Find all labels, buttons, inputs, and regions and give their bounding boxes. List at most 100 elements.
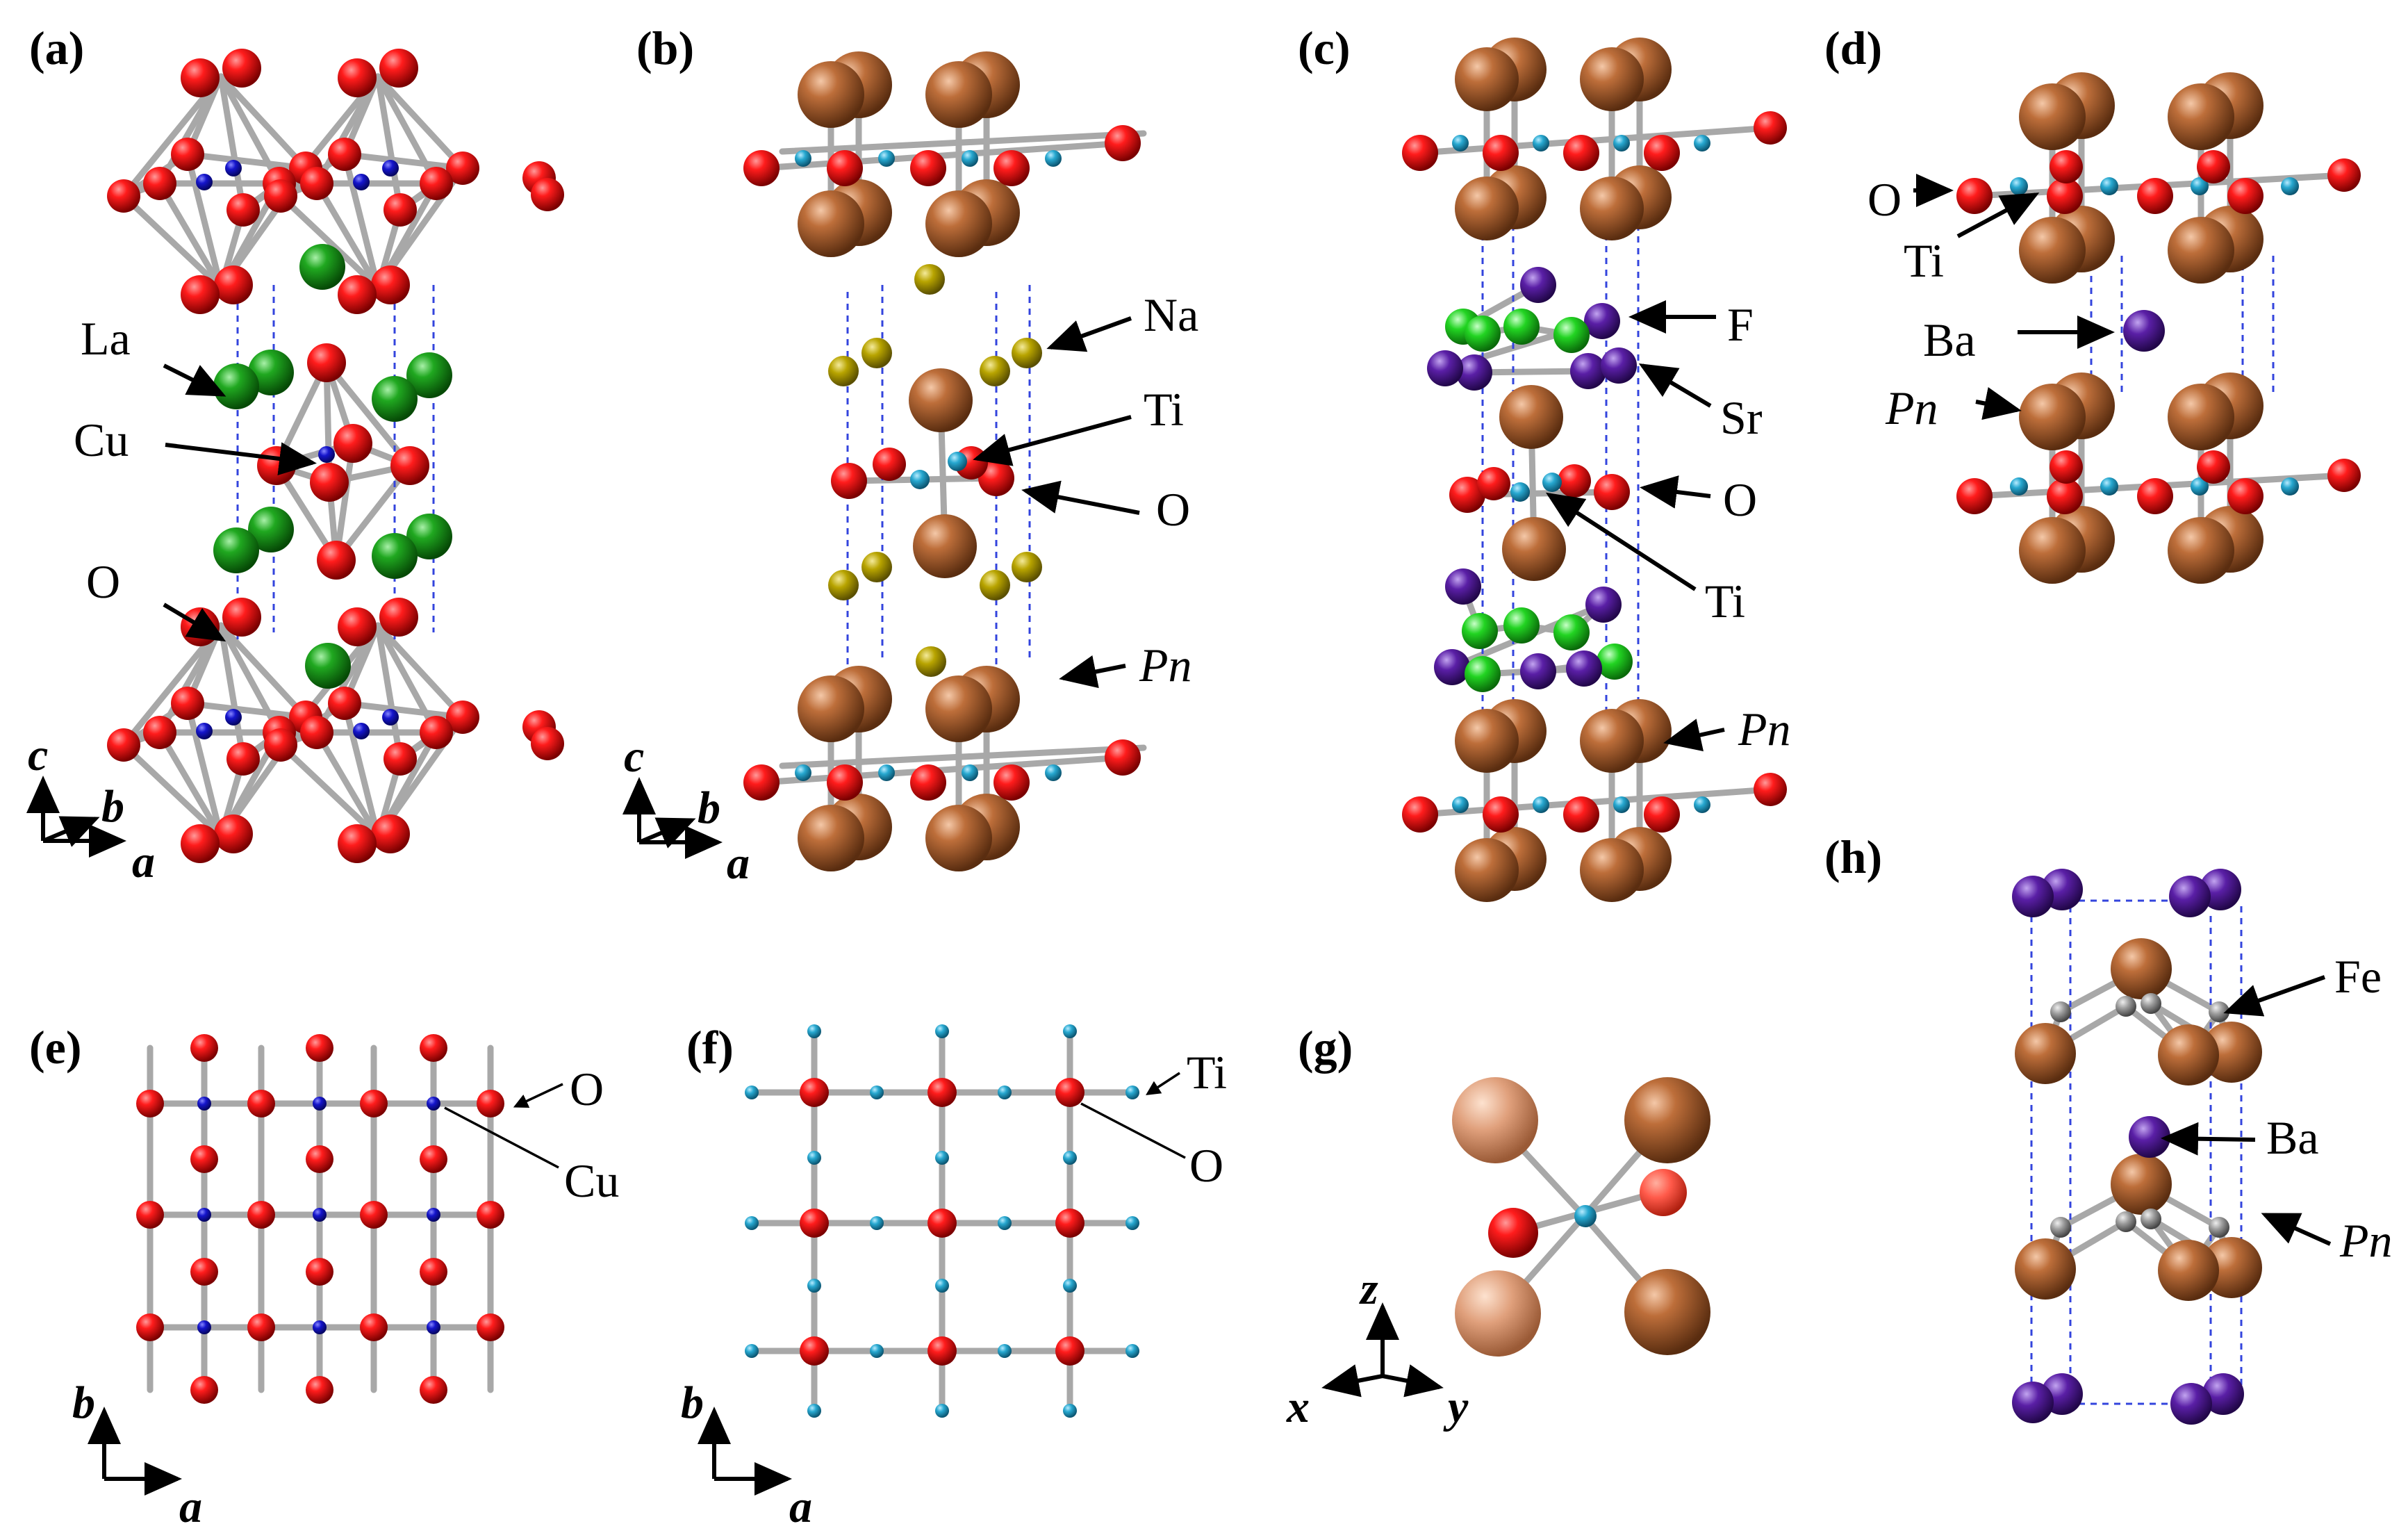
atom-sr bbox=[1434, 649, 1470, 685]
atom-ti bbox=[795, 764, 811, 781]
atom-pn bbox=[925, 61, 992, 128]
atom-o bbox=[317, 541, 356, 580]
atom-fe bbox=[2116, 996, 2136, 1017]
atom-ti bbox=[1452, 796, 1469, 813]
atom-pn bbox=[1452, 1077, 1538, 1163]
label-fe: Fe bbox=[2334, 950, 2382, 1003]
atom-pn bbox=[2158, 1240, 2219, 1301]
atom-na bbox=[1012, 338, 1042, 368]
atom-ti bbox=[910, 470, 930, 489]
panel-label-e: (e) bbox=[29, 1021, 81, 1074]
atom-ti bbox=[1694, 135, 1710, 151]
atom-o bbox=[1640, 1169, 1687, 1216]
arrow-ba bbox=[2161, 1122, 2256, 1156]
arrow-ti bbox=[1545, 492, 1697, 591]
atom-o bbox=[531, 178, 564, 211]
atom-o bbox=[181, 58, 220, 97]
atom-cu bbox=[196, 723, 213, 739]
atom-ti bbox=[807, 1024, 821, 1038]
atom-cu bbox=[382, 160, 399, 177]
atom-o bbox=[1105, 739, 1141, 776]
bond bbox=[779, 130, 1147, 155]
atom-o bbox=[827, 150, 863, 186]
bond bbox=[374, 73, 466, 172]
label-o: O bbox=[1867, 173, 1902, 226]
atom-f bbox=[1597, 644, 1633, 680]
atom-o bbox=[1563, 796, 1599, 833]
atom-o bbox=[136, 1313, 164, 1341]
atom-ti bbox=[1063, 1151, 1077, 1165]
label-ti: Ti bbox=[1904, 234, 1944, 287]
bond bbox=[217, 73, 247, 213]
axis-y-arrow bbox=[1382, 1364, 1444, 1398]
atom-o bbox=[2137, 478, 2173, 514]
atom-la bbox=[248, 507, 294, 552]
arrow-ti bbox=[1146, 1072, 1180, 1095]
axis-a-label: a bbox=[179, 1482, 202, 1532]
arrow-pn bbox=[1663, 719, 1725, 752]
atom-o bbox=[1055, 1078, 1085, 1107]
axis-x-arrow bbox=[1321, 1364, 1383, 1398]
atom-pn bbox=[1580, 709, 1644, 773]
label-pn: Pn bbox=[1139, 639, 1192, 691]
atom-pn bbox=[2111, 1154, 2172, 1215]
atom-o bbox=[1055, 1336, 1085, 1366]
atom-cu bbox=[353, 174, 370, 190]
atom-la bbox=[213, 527, 259, 573]
axis-b-label: b bbox=[101, 781, 124, 832]
atom-o bbox=[1477, 467, 1510, 500]
atom-ti bbox=[2100, 477, 2118, 495]
atom-o bbox=[306, 1258, 333, 1286]
atom-pn bbox=[2019, 217, 2086, 284]
atom-cu bbox=[318, 446, 335, 463]
atom-fe bbox=[2141, 993, 2161, 1014]
atom-o bbox=[214, 814, 253, 853]
bond bbox=[374, 622, 404, 762]
bond bbox=[1417, 786, 1774, 818]
atom-o bbox=[993, 150, 1030, 186]
atom-o bbox=[531, 727, 564, 760]
label-f: F bbox=[1727, 298, 1754, 351]
axis-b-arrow bbox=[42, 816, 100, 847]
atom-o bbox=[371, 265, 410, 304]
atom-o bbox=[743, 764, 780, 801]
atom-pn bbox=[2168, 517, 2234, 584]
atom-pn bbox=[1502, 517, 1566, 581]
atom-sr bbox=[1520, 267, 1556, 303]
atom-sr bbox=[1584, 303, 1620, 339]
arrow-sr bbox=[1638, 363, 1712, 408]
atom-o bbox=[307, 343, 346, 382]
atom-la bbox=[248, 350, 294, 395]
atom-o bbox=[371, 814, 410, 853]
bond bbox=[156, 180, 224, 291]
atom-o bbox=[136, 1201, 164, 1229]
atom-ti bbox=[935, 1279, 949, 1293]
atom-o bbox=[306, 1145, 333, 1173]
bond bbox=[217, 622, 309, 721]
atom-pn bbox=[2019, 83, 2086, 150]
bond bbox=[313, 729, 381, 840]
atom-la bbox=[372, 376, 418, 422]
atom-pn bbox=[2158, 1024, 2219, 1086]
atom-ti bbox=[878, 150, 895, 167]
atom-ti bbox=[948, 452, 967, 471]
atom-ti bbox=[1063, 1279, 1077, 1293]
atom-o bbox=[927, 1209, 957, 1238]
arrow-pn bbox=[1975, 387, 2022, 420]
atom-cu bbox=[353, 723, 370, 739]
atom-sr bbox=[2202, 1373, 2244, 1415]
axis-a-label: a bbox=[727, 838, 750, 889]
atom-o bbox=[2137, 178, 2173, 214]
label-na: Na bbox=[1144, 288, 1198, 341]
atom-cu bbox=[197, 1208, 211, 1222]
atom-ti bbox=[2010, 177, 2028, 195]
atom-cu bbox=[313, 1208, 327, 1222]
atom-cu bbox=[427, 1097, 440, 1111]
atom-na bbox=[861, 338, 892, 368]
atom-o bbox=[800, 1209, 829, 1238]
atom-pn bbox=[2015, 1023, 2076, 1084]
atom-sr bbox=[2170, 1383, 2212, 1425]
atom-o bbox=[171, 138, 204, 171]
bond bbox=[374, 622, 466, 721]
atom-o bbox=[1449, 477, 1485, 513]
